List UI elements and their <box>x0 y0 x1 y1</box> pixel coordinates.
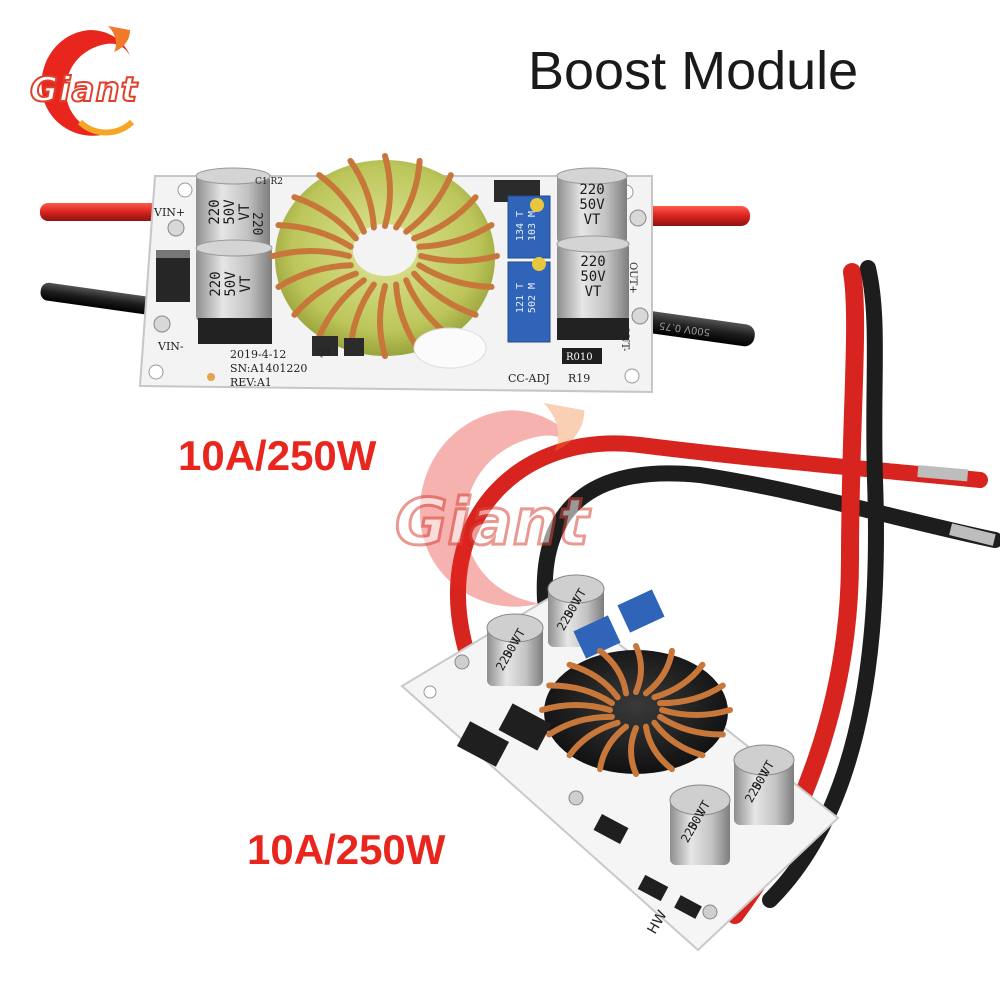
logo-text: Giant <box>29 69 138 111</box>
copper-winding <box>597 647 630 697</box>
pot-label: 502 M <box>527 283 538 313</box>
silkscreen-out-plus: OUT+ <box>627 262 638 294</box>
brand-logo <box>41 26 135 136</box>
potentiometer-b1 <box>573 615 621 659</box>
cap-label-series: VT <box>694 798 713 818</box>
resistor-r010 <box>562 348 602 364</box>
silkscreen-cc-adj: CC-ADJ <box>508 372 550 385</box>
watermark-logo <box>419 402 585 607</box>
copper-winding <box>403 172 454 235</box>
rating-label-bottom: 10A/250W <box>247 826 446 873</box>
cap-label-value: 220 <box>580 254 605 270</box>
wire-black-right <box>762 260 885 908</box>
capacitor-right-bottom <box>556 235 630 340</box>
copper-winding <box>628 725 639 777</box>
capacitor-b3 <box>669 784 731 865</box>
copper-winding <box>316 172 367 235</box>
cap-label-volt: 50V <box>223 271 239 297</box>
wire-out-plus <box>630 206 750 226</box>
copper-winding <box>416 262 495 290</box>
copper-winding <box>657 682 726 707</box>
cap-label-volt: 50V <box>222 199 238 225</box>
fish-icon <box>41 30 130 136</box>
copper-winding <box>393 157 423 231</box>
cap-label-series: VT <box>585 284 602 300</box>
copper-winding <box>539 702 613 713</box>
copper-winding <box>597 723 630 773</box>
copper-winding <box>642 723 675 773</box>
copper-winding <box>566 719 621 759</box>
copper-winding <box>633 643 644 695</box>
pot-label: 134 T <box>515 211 526 241</box>
wire-black-long <box>536 465 1000 608</box>
copper-winding <box>651 661 706 701</box>
capacitor-b1 <box>486 613 544 686</box>
cap-label-value: 220 <box>579 182 604 198</box>
rating-label-top: 10A/250W <box>178 432 377 479</box>
copper-winding <box>416 222 495 250</box>
board-top: 220 <box>40 153 755 394</box>
copper-winding <box>347 157 377 231</box>
pot-label: 121 T <box>515 283 526 313</box>
cap-label-series: VT <box>758 758 777 778</box>
silkscreen-rev: REV:A1 <box>230 376 272 389</box>
wire-out-minus <box>640 311 755 347</box>
copper-winding <box>382 153 393 229</box>
cap-label-volt: 50V <box>579 197 605 213</box>
cap-label-series: VT <box>238 275 254 292</box>
glue-blob <box>413 327 487 369</box>
copper-winding <box>291 270 359 318</box>
silkscreen-q3: Q3 <box>316 348 331 359</box>
copper-winding <box>418 253 500 264</box>
copper-winding <box>291 194 359 242</box>
copper-winding <box>657 713 726 738</box>
toroid-inductor-bottom <box>539 643 733 777</box>
copper-winding <box>316 277 367 340</box>
copper-winding <box>566 661 621 701</box>
capacitor-right-top <box>556 167 628 244</box>
watermark-text: Giant <box>394 485 591 562</box>
cap-label-series: VT <box>570 586 589 606</box>
copper-winding <box>275 262 354 290</box>
wire-vin-plus <box>40 203 180 221</box>
silkscreen-r-top: C1 R2 <box>255 177 283 187</box>
silkscreen-serial: SN:A1401220 <box>230 362 307 375</box>
copper-winding <box>651 719 706 759</box>
diode-ss56 <box>156 250 190 302</box>
cap-label-volt: 50V <box>580 269 606 285</box>
copper-winding <box>377 283 388 359</box>
copper-winding <box>546 713 615 738</box>
silkscreen-r19: R19 <box>568 372 590 385</box>
copper-winding <box>546 682 615 707</box>
copper-winding <box>270 248 352 259</box>
potentiometer-b2 <box>617 589 665 633</box>
cap-label-value: 220 <box>207 199 223 224</box>
copper-winding <box>411 194 479 242</box>
pot-label: 103 M <box>527 211 538 241</box>
cap1-text: 220 <box>249 212 264 235</box>
capacitor-left-top <box>195 167 271 252</box>
cap-label-series: VT <box>509 626 528 646</box>
copper-winding <box>411 270 479 318</box>
copper-winding <box>275 222 354 250</box>
silkscreen-vin-plus: VIN+ <box>153 206 185 219</box>
potentiometer-cc <box>507 261 551 343</box>
cap-label-value: 220 <box>208 271 224 296</box>
silkscreen-vin-minus: VIN- <box>157 340 184 353</box>
copper-winding <box>659 707 733 718</box>
copper-winding <box>642 647 675 697</box>
cap-label-series: VT <box>584 212 601 228</box>
toroid-inductor-top <box>270 153 500 359</box>
page-title: Boost Module <box>528 41 859 101</box>
cap-label-series: VT <box>237 203 253 220</box>
board-bottom <box>400 260 1000 952</box>
silkscreen-r010: R010 <box>566 352 593 363</box>
silkscreen-out-minus: OUT- <box>619 326 630 351</box>
wire-vin-minus <box>40 282 170 317</box>
capacitor-b4 <box>733 744 795 825</box>
capacitor-left-bottom <box>195 239 273 344</box>
silkscreen-date: 2019-4-12 <box>230 348 286 361</box>
